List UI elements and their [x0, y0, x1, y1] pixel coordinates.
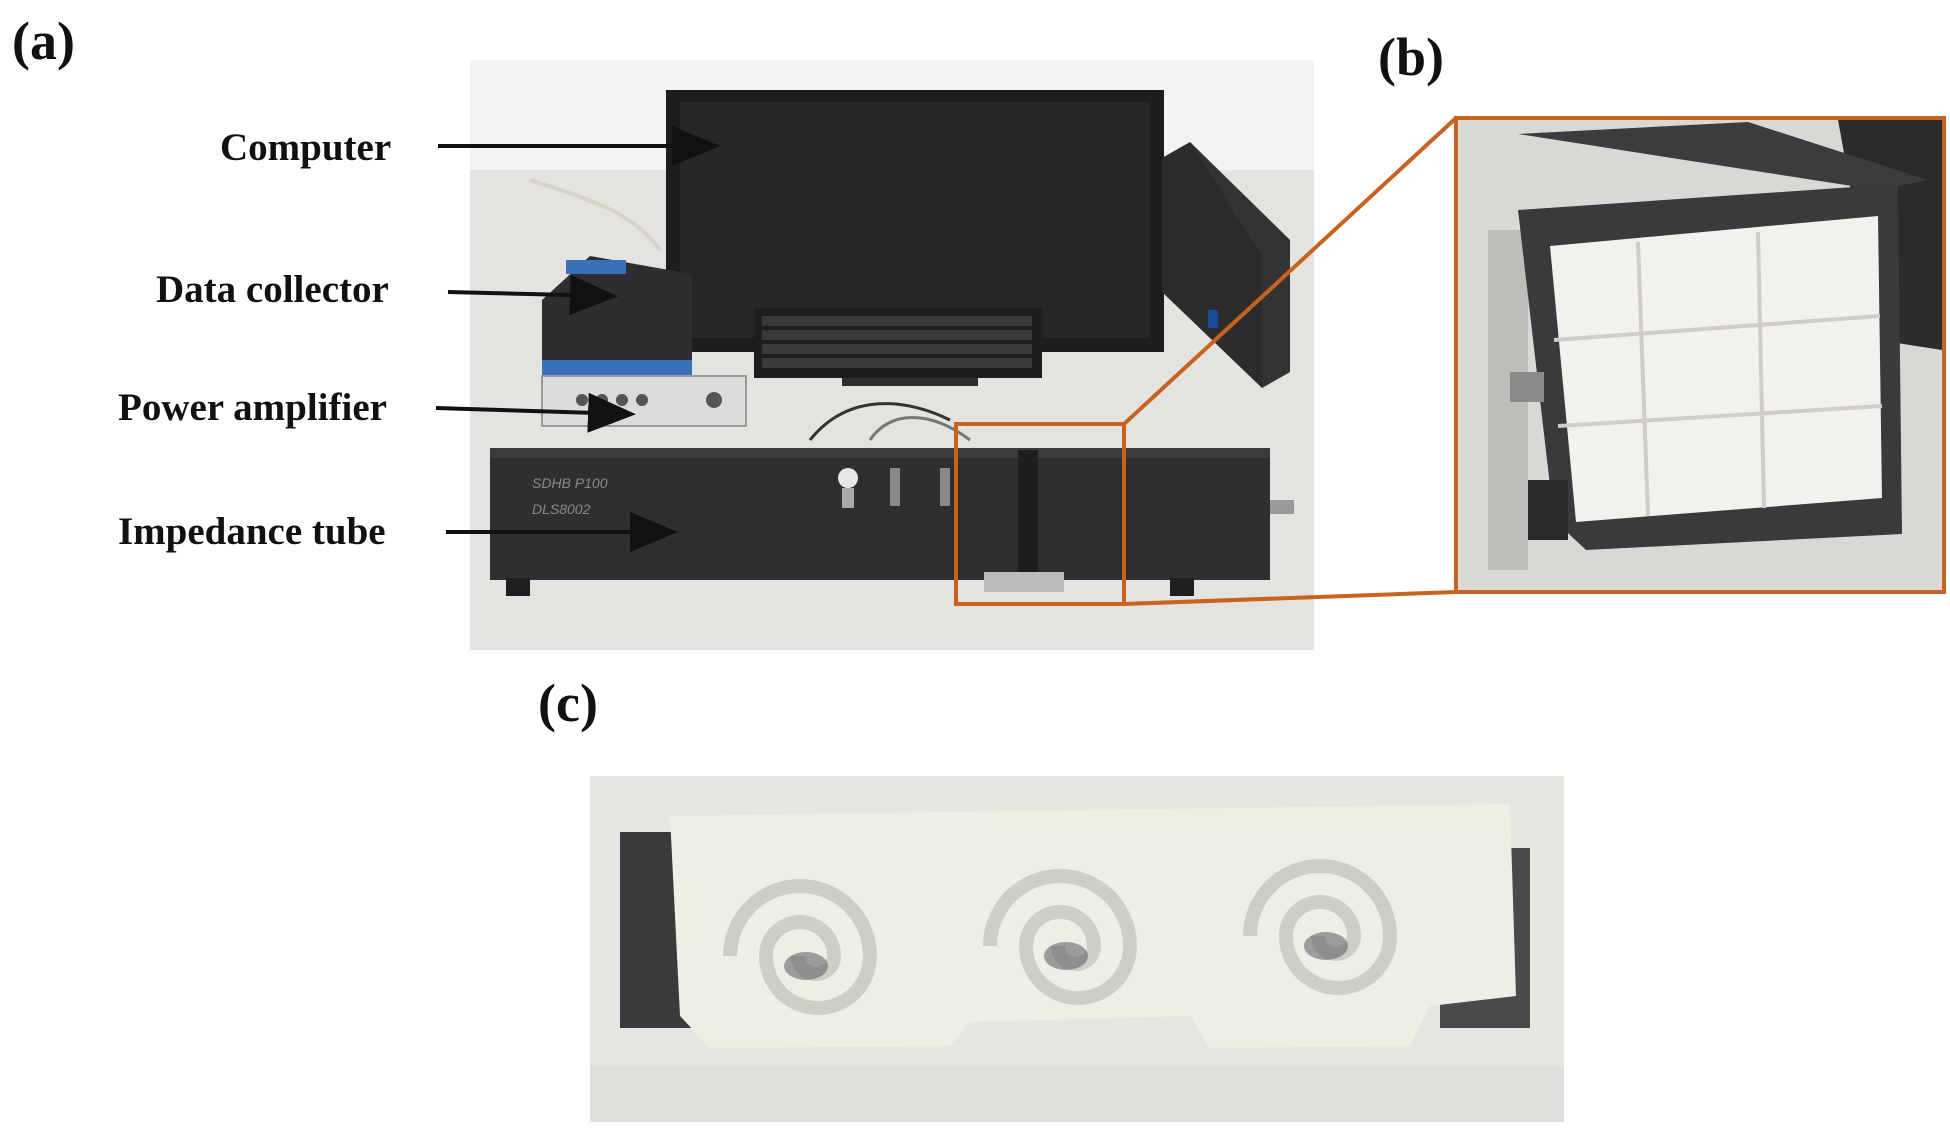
keyboard — [754, 308, 1042, 378]
power-amplifier-device — [541, 375, 747, 427]
impedance-tube-device: SDHB P100 DLS8002 — [490, 448, 1294, 596]
panel-label-c: (c) — [538, 673, 598, 733]
tube-model-text-1: SDHB P100 — [532, 475, 608, 491]
label-computer: Computer — [220, 126, 392, 169]
panel-label-b: (b) — [1378, 27, 1444, 87]
label-data-collector: Data collector — [156, 268, 389, 311]
label-impedance-tube: Impedance tube — [118, 510, 386, 553]
tube-model-text-2: DLS8002 — [532, 501, 591, 517]
label-power-amplifier: Power amplifier — [118, 386, 387, 429]
computer-monitor — [666, 90, 1164, 386]
spiral-structure-photo — [590, 776, 1564, 1122]
panel-label-a: (a) — [12, 11, 75, 71]
setup-photo: SDHB P100 DLS8002 — [470, 60, 1314, 650]
sample-closeup-photo — [1458, 120, 1942, 590]
sample-white-face — [1550, 216, 1882, 522]
